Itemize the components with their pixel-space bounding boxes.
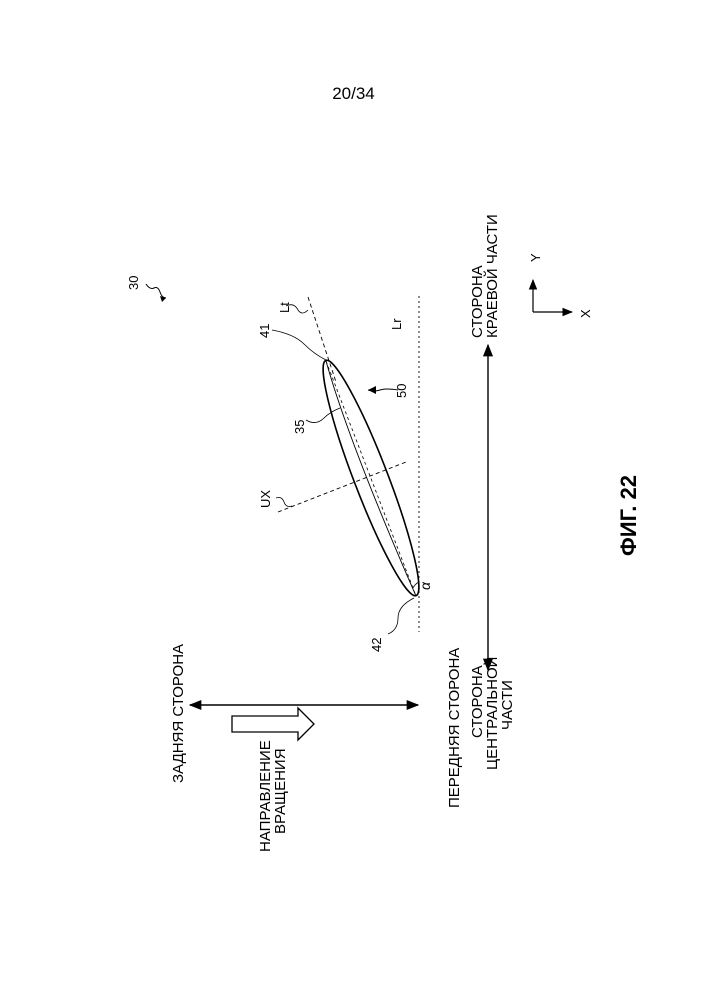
ref-41-leader	[272, 330, 326, 360]
edge-side-line2: КРАЕВОЙ ЧАСТИ	[483, 214, 501, 338]
ref-41-label: 41	[257, 324, 272, 338]
rear-side-label: ЗАДНЯЯ СТОРОНА	[170, 644, 187, 783]
ref-50-label: 50	[394, 384, 409, 398]
angle-alpha-label: α	[417, 581, 433, 590]
ref-42-leader	[388, 598, 414, 634]
line-lr-label: Lr	[389, 318, 404, 330]
line-ux-label: UX	[258, 490, 273, 508]
ref-30-leader	[146, 284, 166, 298]
ref-30-label: 30	[126, 276, 141, 290]
axis-x-label: X	[578, 309, 593, 318]
figure-label: ФИГ. 22	[616, 475, 641, 556]
ref-42-label: 42	[369, 638, 384, 652]
line-ux-leader	[276, 498, 292, 507]
ref-35-label: 35	[292, 420, 307, 434]
line-lt	[308, 297, 336, 382]
ref-35-leader	[306, 408, 340, 423]
center-side-line3: ЧАСТИ	[499, 680, 516, 730]
line-lt-label: Lt	[277, 302, 292, 313]
front-side-label: ПЕРЕДНЯЯ СТОРОНА	[446, 648, 463, 808]
rotation-direction-arrow	[232, 708, 314, 740]
axis-y-label: Y	[528, 253, 543, 262]
ref-50-arrowhead	[368, 386, 376, 394]
rotation-label-line2: ВРАЩЕНИЯ	[272, 748, 289, 834]
